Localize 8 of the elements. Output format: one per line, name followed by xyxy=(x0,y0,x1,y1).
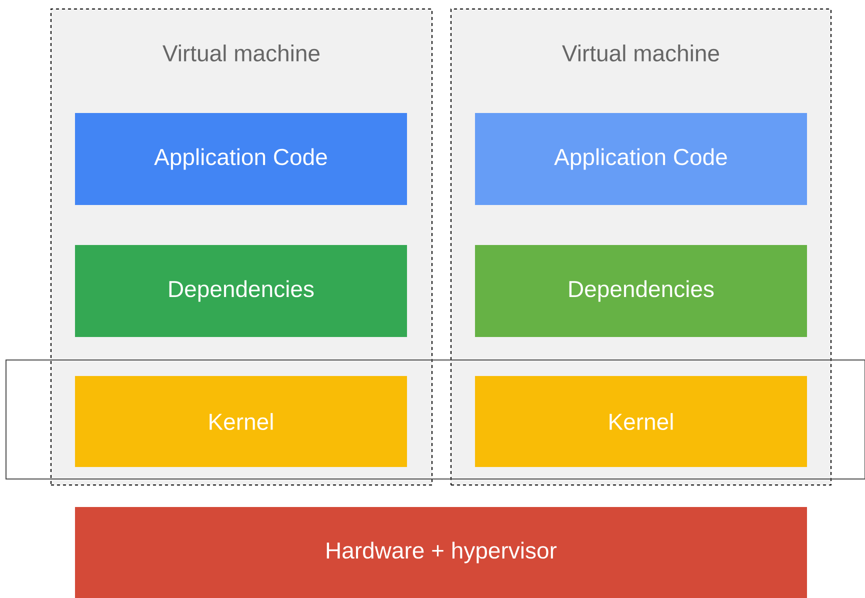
layer-box: Kernel xyxy=(75,376,407,467)
layer-box: Hardware + hypervisor xyxy=(75,507,807,598)
layer-box: Dependencies xyxy=(75,245,407,337)
layer-box: Dependencies xyxy=(475,245,807,337)
layer-box: Application Code xyxy=(475,113,807,205)
highlight-frame xyxy=(6,360,865,480)
layer-box: Kernel xyxy=(475,376,807,467)
layer-box: Application Code xyxy=(75,113,407,205)
